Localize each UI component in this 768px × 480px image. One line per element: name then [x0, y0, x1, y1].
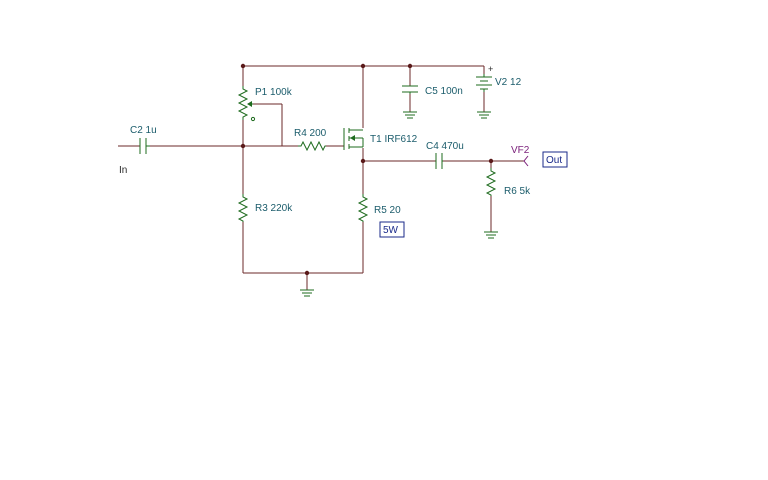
c4-label: C4 470u [426, 141, 464, 152]
resistor-r5[interactable] [357, 194, 369, 222]
node-source [360, 158, 366, 164]
ground-main [300, 289, 314, 297]
v2-polarity-plus: + [488, 64, 493, 74]
r5-power-box[interactable] [379, 221, 405, 238]
node-output [488, 158, 494, 164]
resistor-r6[interactable] [485, 168, 497, 196]
probe-vf2[interactable] [523, 155, 529, 167]
vf2-label: VF2 [511, 145, 530, 156]
ground-c5 [403, 111, 417, 119]
node-gate-divider [240, 143, 246, 149]
resistor-r3[interactable] [237, 194, 249, 222]
ground-r6 [484, 231, 498, 239]
wiper-dot [250, 116, 256, 122]
capacitor-c4[interactable] [435, 153, 443, 169]
c5-label: C5 100n [425, 86, 463, 97]
v2-label: V2 12 [495, 77, 522, 88]
node-drain-top [360, 63, 366, 69]
r6-label: R6 5k [504, 186, 531, 197]
node-p1-top [240, 63, 246, 69]
mosfet-t1[interactable] [343, 128, 364, 150]
t1-label: T1 IRF612 [370, 134, 418, 145]
c2-label: C2 1u [130, 125, 157, 136]
p1-label: P1 100k [255, 87, 293, 98]
battery-v2[interactable] [476, 74, 492, 92]
out-label: Out [546, 155, 562, 166]
junction-nodes [240, 63, 494, 276]
wires [118, 65, 524, 290]
node-bottom [304, 270, 310, 276]
r5-label: R5 20 [374, 205, 401, 216]
capacitor-c2[interactable] [139, 138, 150, 154]
ground-v2 [477, 111, 491, 119]
r4-label: R4 200 [294, 128, 327, 139]
r3-label: R3 220k [255, 203, 293, 214]
r5-power-label: 5W [383, 225, 399, 236]
potentiometer-p1[interactable] [237, 86, 256, 122]
resistor-r4[interactable] [298, 140, 326, 152]
input-label: In [119, 165, 127, 176]
out-tag-box[interactable] [542, 151, 568, 168]
node-c5-top [407, 63, 413, 69]
capacitor-c5[interactable] [402, 85, 418, 94]
